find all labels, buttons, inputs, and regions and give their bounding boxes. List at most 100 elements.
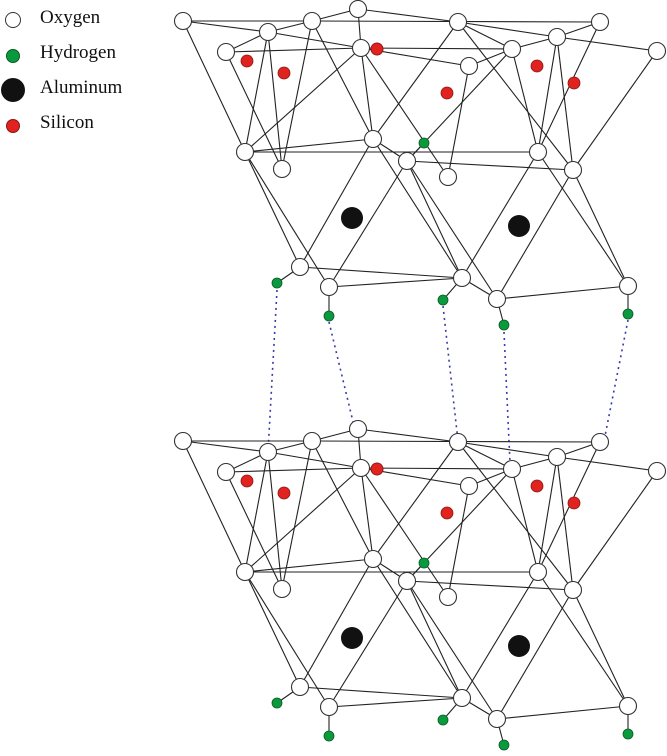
bond xyxy=(457,21,513,50)
bond xyxy=(244,151,330,288)
hydrogen-atom xyxy=(418,137,430,149)
legend-item-oxygen: Oxygen xyxy=(0,5,170,31)
legend-label: Silicon xyxy=(40,112,94,133)
bond xyxy=(372,441,459,560)
silicon-atom xyxy=(567,76,581,90)
oxygen-atom xyxy=(290,677,310,697)
bond xyxy=(299,138,374,268)
bond xyxy=(406,580,498,720)
oxygen-atom xyxy=(502,459,522,479)
silicon-atom xyxy=(440,506,454,520)
bond xyxy=(572,589,629,707)
bond xyxy=(360,467,374,560)
bond xyxy=(328,160,408,288)
bond xyxy=(457,21,574,171)
oxygen-atom xyxy=(348,0,368,19)
oxygen-atom xyxy=(235,142,255,162)
bond xyxy=(360,467,513,470)
oxygen-atom xyxy=(547,27,567,47)
oxygen-atom xyxy=(319,277,339,297)
oxygen-atom xyxy=(438,167,458,187)
silicon-atom xyxy=(370,42,384,56)
legend-item-aluminum: Aluminum xyxy=(0,75,170,102)
oxygen-atom xyxy=(448,432,468,452)
hydrogen-atom xyxy=(437,714,449,726)
bond xyxy=(406,580,463,699)
bond xyxy=(406,580,574,591)
bond xyxy=(311,440,374,560)
hydrogen-bond xyxy=(503,331,511,464)
hydrogen-atom xyxy=(622,728,634,740)
oxygen-atom xyxy=(348,419,368,439)
oxygen-atom xyxy=(438,587,458,607)
bond xyxy=(244,451,269,573)
oxygen-atom xyxy=(216,42,236,62)
silicon-atom xyxy=(240,54,254,68)
bond xyxy=(537,151,629,287)
bond xyxy=(225,467,362,473)
bond xyxy=(244,31,269,153)
bond xyxy=(537,441,601,573)
bond xyxy=(457,441,558,458)
bond xyxy=(572,50,658,171)
bond xyxy=(372,138,463,279)
oxygen-atom xyxy=(528,562,548,582)
oxygen-atom xyxy=(173,431,193,451)
bond xyxy=(267,31,362,49)
bond xyxy=(556,36,574,171)
oxygen-atom xyxy=(618,276,638,296)
bond xyxy=(360,47,513,50)
bond xyxy=(244,558,374,573)
oxygen-atom xyxy=(351,458,371,478)
bond xyxy=(447,65,470,178)
bond xyxy=(328,580,408,708)
bond xyxy=(244,467,362,573)
bond xyxy=(182,20,246,153)
hydrogen-atom xyxy=(271,697,283,709)
silicon-atom xyxy=(530,59,544,73)
bond xyxy=(372,21,459,140)
oxygen-atom xyxy=(563,580,583,600)
bond xyxy=(511,48,539,153)
bond xyxy=(461,571,539,699)
oxygen-atom xyxy=(351,38,371,58)
silicon-atom xyxy=(277,486,291,500)
bond xyxy=(406,160,574,171)
bond xyxy=(357,428,459,443)
bond xyxy=(556,36,658,52)
oxygen-atom xyxy=(363,549,383,569)
silicon-atom xyxy=(530,479,544,493)
bond xyxy=(496,169,574,300)
oxygen-atom xyxy=(487,709,507,729)
bond xyxy=(244,571,330,708)
silicon-atom xyxy=(567,496,581,510)
bond xyxy=(182,440,246,573)
hydrogen-icon xyxy=(6,49,20,63)
bond xyxy=(556,456,658,472)
bond xyxy=(447,485,470,598)
legend-item-hydrogen: Hydrogen xyxy=(0,40,170,66)
hydrogen-atom xyxy=(323,730,335,742)
bond xyxy=(299,686,463,699)
oxygen-atom xyxy=(216,462,236,482)
aluminum-atom xyxy=(341,207,363,229)
oxygen-atom xyxy=(487,289,507,309)
bond xyxy=(461,151,539,279)
hydrogen-bond xyxy=(603,319,629,442)
hydrogen-bond xyxy=(267,289,278,453)
oxygen-atom xyxy=(363,129,383,149)
oxygen-atom xyxy=(459,476,479,496)
legend-label: Oxygen xyxy=(40,7,101,28)
silicon-atom xyxy=(370,462,384,476)
oxygen-atom xyxy=(448,12,468,32)
oxygen-atom xyxy=(319,697,339,717)
bond xyxy=(457,441,513,470)
bond xyxy=(537,571,629,707)
bond xyxy=(496,285,629,300)
oxygen-atom xyxy=(302,11,322,31)
silicon-icon xyxy=(6,119,20,133)
bond xyxy=(267,451,283,590)
bond xyxy=(572,169,629,287)
bond xyxy=(267,451,362,469)
aluminum-atom xyxy=(508,635,530,657)
